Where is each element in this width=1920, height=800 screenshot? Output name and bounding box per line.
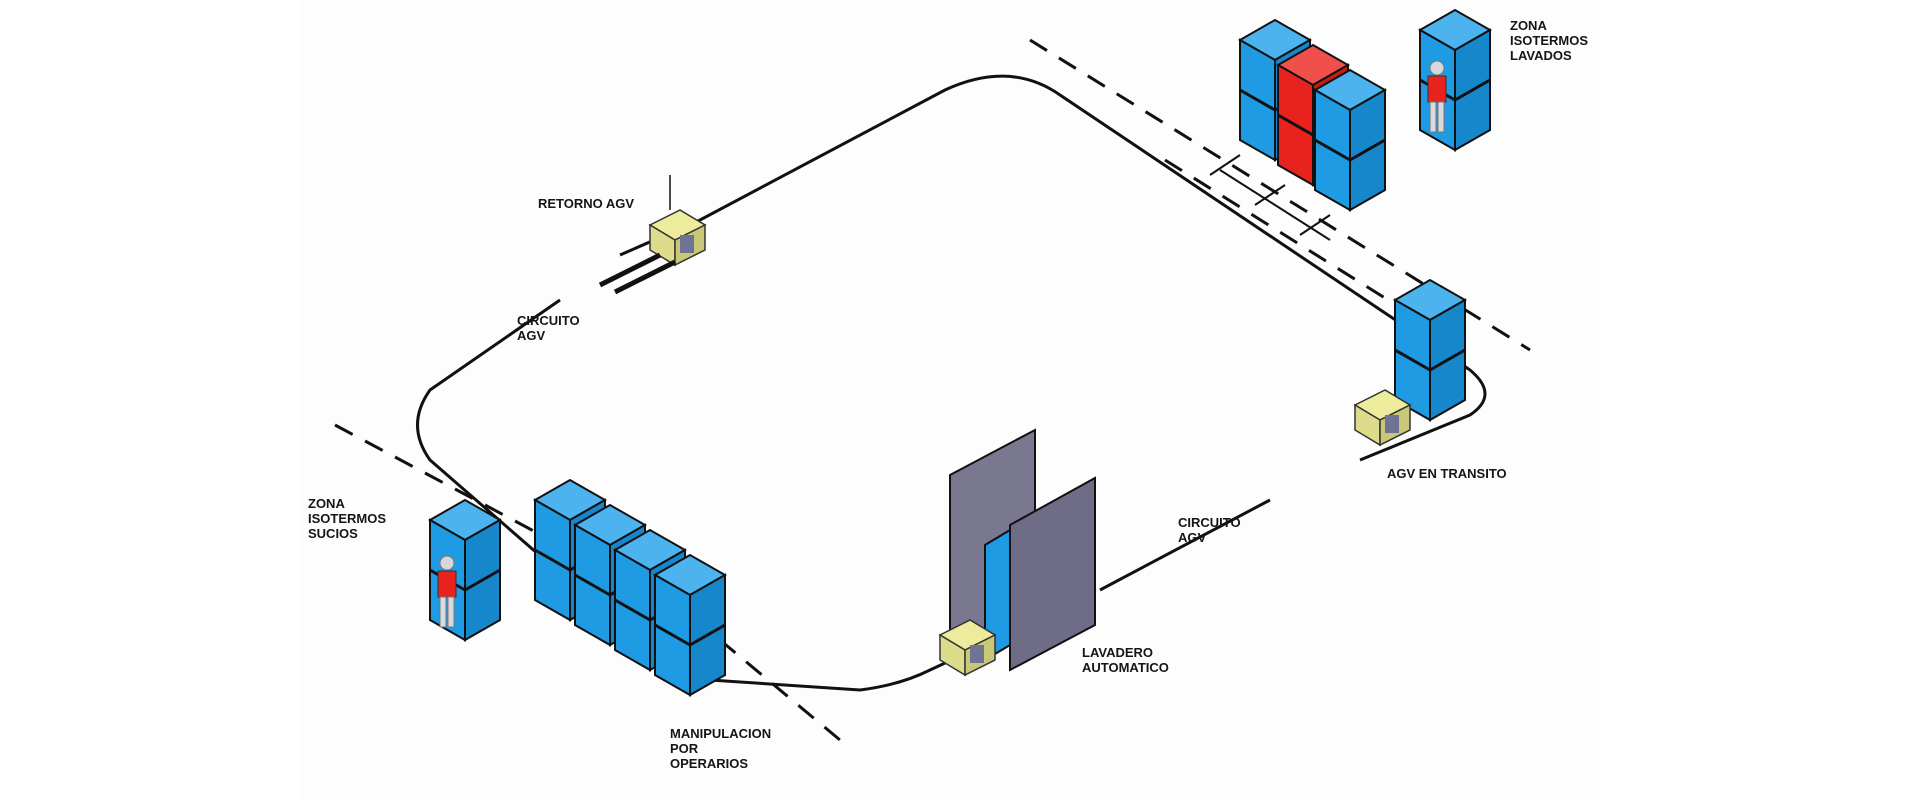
label-circuito-agv-left: CIRCUITO AGV xyxy=(517,313,580,343)
label-lavadero-automatico: LAVADERO AUTOMATICO xyxy=(1082,645,1169,675)
container-lavados-2 xyxy=(1313,68,1387,212)
floor-grid xyxy=(1209,154,1331,241)
agv-circuit-path xyxy=(416,74,1487,692)
agv-return xyxy=(598,175,706,295)
container-in-transit xyxy=(1393,278,1467,422)
washer-front-panel xyxy=(1009,476,1096,672)
label-retorno-agv: RETORNO AGV xyxy=(538,196,635,211)
zone-boundary-lower xyxy=(334,423,841,742)
label-circuito-agv-right: CIRCUITO AGV xyxy=(1178,515,1241,545)
label-zona-isotermos-lavados: ZONA ISOTERMOS LAVADOS xyxy=(1510,18,1589,63)
container-manipulacion-4 xyxy=(653,553,727,697)
label-manipulacion-operarios: MANIPULACION POR OPERARIOS xyxy=(670,726,772,771)
label-zona-isotermos-sucios: ZONA ISOTERMOS SUCIOS xyxy=(308,496,387,541)
label-agv-en-transito: AGV EN TRANSITO xyxy=(1387,466,1507,481)
